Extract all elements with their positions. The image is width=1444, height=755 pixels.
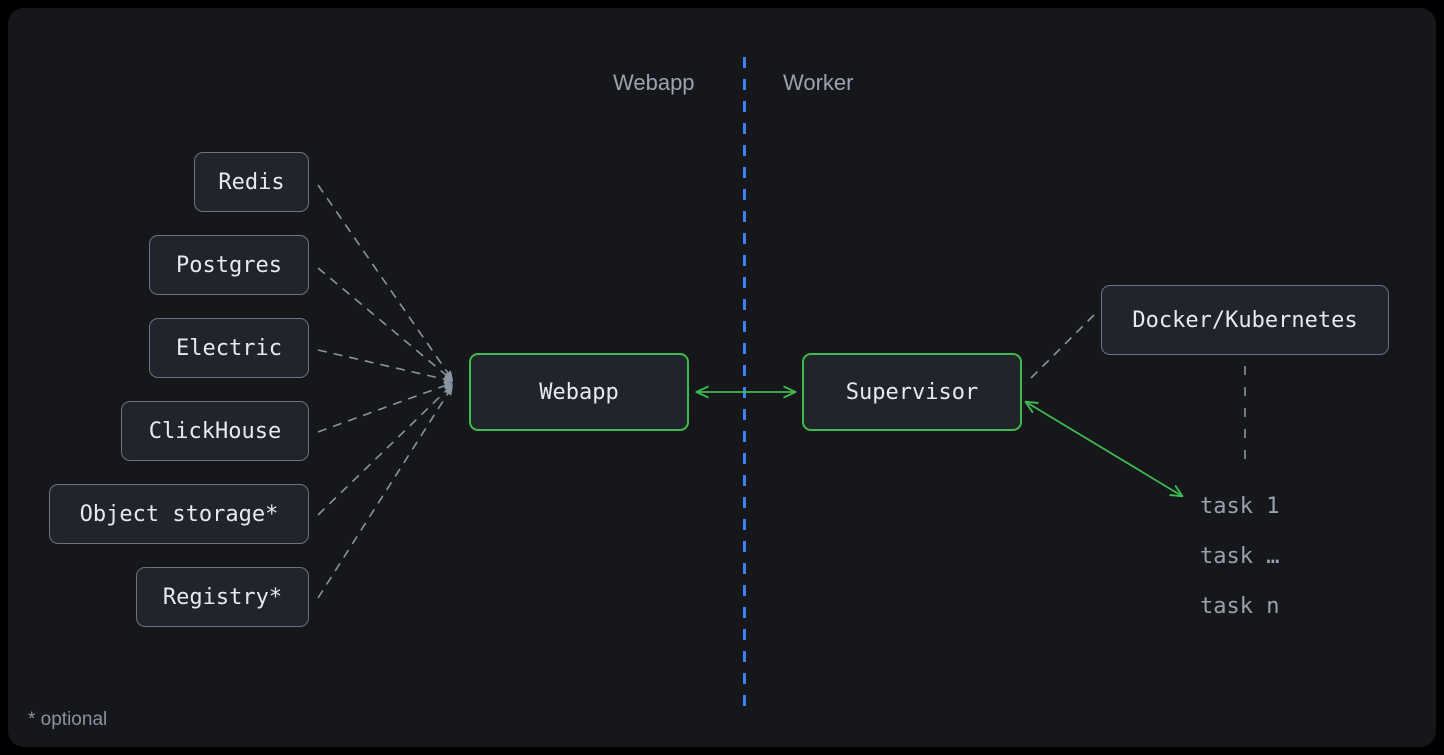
node-supervisor[interactable]: Supervisor — [802, 353, 1022, 431]
node-registry[interactable]: Registry* — [136, 567, 309, 627]
task-label-n: task n — [1200, 594, 1280, 619]
arrow-supervisor-task — [1026, 402, 1182, 496]
diagram-canvas: Webapp Worker Redis Postgres Electric Cl… — [8, 8, 1436, 747]
node-redis[interactable]: Redis — [194, 152, 309, 212]
node-postgres[interactable]: Postgres — [149, 235, 309, 295]
link-orchestrator-supervisor — [1025, 314, 1095, 384]
task-label-ellipsis: task … — [1200, 544, 1280, 569]
diagram-svg — [317, 57, 1246, 706]
footnote-optional: * optional — [28, 709, 108, 730]
link-registry-webapp — [317, 387, 452, 599]
node-electric[interactable]: Electric — [149, 318, 309, 378]
task-label-1: task 1 — [1200, 494, 1280, 519]
node-webapp[interactable]: Webapp — [469, 353, 689, 431]
link-redis-webapp — [317, 184, 452, 379]
node-object-storage[interactable]: Object storage* — [49, 484, 309, 544]
dependency-dashed-links — [317, 184, 452, 599]
link-object-storage-webapp — [317, 385, 452, 516]
node-docker-kubernetes[interactable]: Docker/Kubernetes — [1101, 285, 1389, 355]
lane-label-webapp: Webapp — [613, 70, 695, 95]
link-clickhouse-webapp — [317, 383, 452, 433]
link-postgres-webapp — [317, 267, 452, 380]
node-clickhouse[interactable]: ClickHouse — [121, 401, 309, 461]
link-electric-webapp — [317, 349, 452, 381]
lane-label-worker: Worker — [783, 70, 854, 95]
